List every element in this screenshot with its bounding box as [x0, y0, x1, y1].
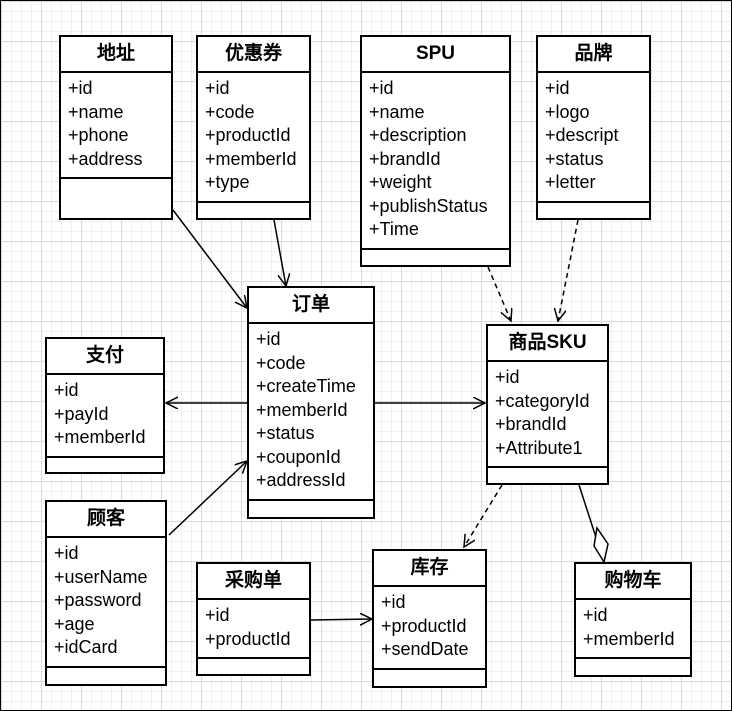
class-order[interactable]: 订单 +id +code +createTime +memberId +status +co…	[247, 286, 375, 519]
class-coupon[interactable]: 优惠券 +id +code +productId +memberId +type	[196, 35, 311, 220]
class-attribute: +categoryId	[495, 390, 590, 411]
class-attribute: +status	[545, 148, 604, 169]
class-attribute: +Time	[369, 219, 419, 239]
class-name: 采购单	[198, 564, 309, 600]
class-attribute: +id	[205, 78, 230, 98]
class-attribute: +status	[256, 423, 315, 443]
class-address[interactable]: 地址 +id +name +phone +address	[59, 35, 173, 220]
class-attribute: +id	[256, 329, 281, 349]
class-attribute: +brandId	[495, 414, 567, 434]
class-attribute: +userName	[54, 566, 148, 587]
class-cart[interactable]: 购物车 +id +memberId	[574, 562, 692, 677]
edge-brand-sku	[558, 219, 579, 321]
class-attribute: +age	[54, 613, 95, 634]
class-name: 购物车	[576, 564, 690, 600]
attribute-list: +id +code +createTime +memberId +status +coup…	[249, 324, 373, 501]
class-attribute: +id	[545, 78, 570, 98]
class-attribute: +id	[495, 367, 520, 387]
class-attribute: +id	[68, 78, 93, 98]
attribute-list: +id +logo +descript +status +letter	[538, 73, 649, 203]
class-customer[interactable]: 顾客 +id +userName +password +age +idCard	[45, 500, 167, 686]
class-attribute: +Attribute1	[495, 437, 583, 458]
attribute-list: +id +payId +memberId	[47, 375, 163, 458]
edge-spu-sku	[487, 266, 511, 321]
attribute-list: +id +memberId	[576, 600, 690, 659]
class-attribute: +productId	[205, 125, 291, 145]
class-attribute: +sendDate	[381, 639, 469, 659]
class-attribute: +payId	[54, 403, 109, 424]
class-attribute: +memberId	[54, 427, 146, 447]
edge-coupon-order	[273, 219, 286, 286]
class-attribute: +weight	[369, 172, 432, 192]
class-attribute: +letter	[545, 172, 596, 192]
class-attribute: +descript	[545, 125, 619, 145]
class-inventory[interactable]: 库存 +id +productId +sendDate	[372, 549, 487, 688]
class-attribute: +id	[54, 380, 79, 400]
class-payment[interactable]: 支付 +id +payId +memberId	[45, 337, 165, 474]
class-attribute: +name	[68, 101, 124, 122]
class-name: 地址	[61, 37, 171, 73]
class-attribute: +id	[205, 605, 230, 625]
class-brand[interactable]: 品牌 +id +logo +descript +status +letter	[536, 35, 651, 220]
class-attribute: +id	[583, 605, 608, 625]
class-sku[interactable]: 商品SKU +id +categoryId +brandId +Attribute1	[486, 324, 609, 485]
class-attribute: +phone	[68, 125, 129, 145]
edge-customer-order	[168, 461, 247, 536]
class-name: 支付	[47, 339, 163, 375]
class-attribute: +productId	[381, 615, 467, 636]
class-name: 订单	[249, 288, 373, 324]
class-attribute: +description	[369, 125, 467, 145]
class-attribute: +id	[369, 78, 394, 98]
class-attribute: +idCard	[54, 637, 118, 657]
class-attribute: +memberId	[583, 628, 675, 649]
attribute-list: +id +categoryId +brandId +Attribute1	[488, 362, 607, 468]
class-attribute: +createTime	[256, 376, 356, 396]
class-attribute: +address	[68, 148, 143, 169]
class-attribute: +password	[54, 590, 142, 610]
attribute-list: +id +productId	[198, 600, 309, 659]
class-name: SPU	[362, 37, 509, 73]
edge-address-order	[172, 209, 247, 308]
class-attribute: +code	[256, 352, 306, 373]
attribute-list: +id +userName +password +age +idCard	[47, 538, 165, 668]
class-attribute: +type	[205, 172, 250, 192]
edge-purchase-inventory	[310, 619, 372, 620]
class-name: 库存	[374, 551, 485, 587]
class-attribute: +memberId	[205, 148, 297, 169]
class-attribute: +couponId	[256, 446, 341, 467]
class-purchase[interactable]: 采购单 +id +productId	[196, 562, 311, 676]
class-name: 优惠券	[198, 37, 309, 73]
class-attribute: +logo	[545, 101, 590, 122]
class-attribute: +productId	[205, 628, 291, 649]
class-attribute: +id	[54, 543, 79, 563]
attribute-list: +id +code +productId +memberId +type	[198, 73, 309, 203]
attribute-list: +id +productId +sendDate	[374, 587, 485, 670]
class-spu[interactable]: SPU +id +name +description +brandId +weight +p…	[360, 35, 511, 267]
attribute-list: +id +name +description +brandId +weight +publ…	[362, 73, 509, 250]
class-attribute: +code	[205, 101, 255, 122]
class-attribute: +name	[369, 101, 425, 122]
class-attribute: +addressId	[256, 470, 346, 490]
edge-sku-inventory	[464, 484, 503, 547]
attribute-list: +id +name +phone +address	[61, 73, 171, 179]
class-name: 顾客	[47, 502, 165, 538]
class-attribute: +publishStatus	[369, 195, 488, 216]
class-attribute: +brandId	[369, 148, 441, 169]
class-name: 商品SKU	[488, 326, 607, 362]
class-attribute: +id	[381, 592, 406, 612]
aggregation-diamond	[593, 526, 609, 564]
class-name: 品牌	[538, 37, 649, 73]
class-attribute: +memberId	[256, 399, 348, 420]
